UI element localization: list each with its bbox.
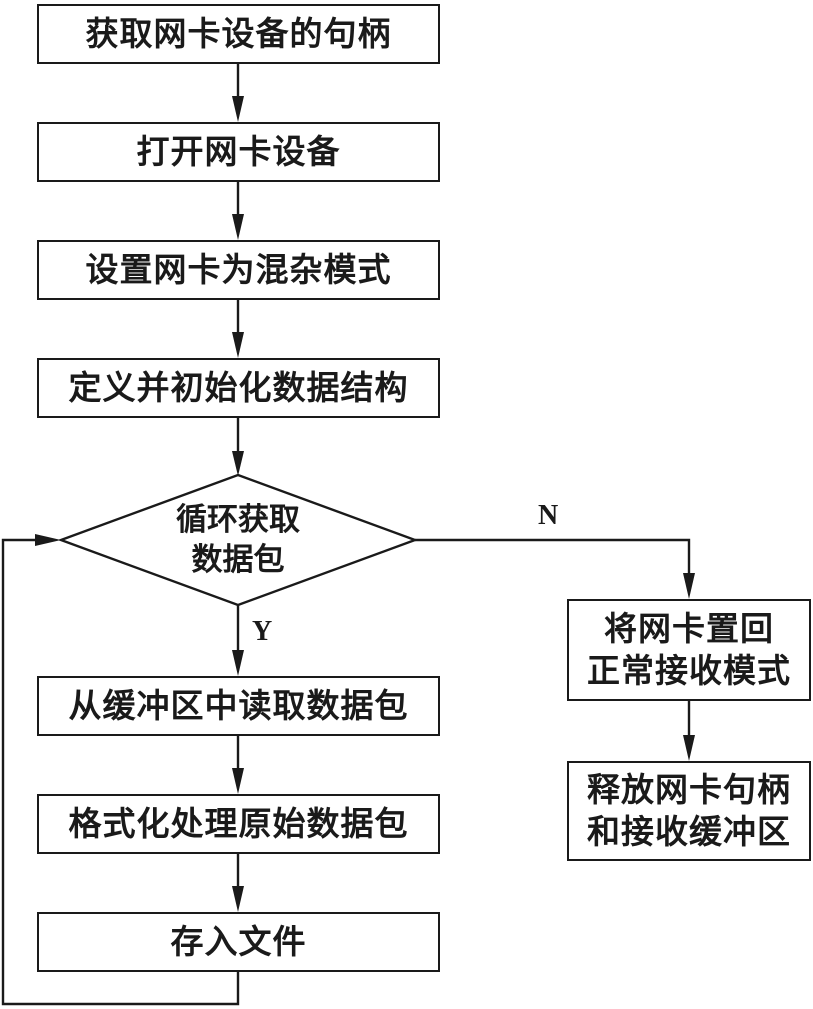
node-label: 获取网卡设备的句柄: [85, 14, 392, 53]
arrowhead-icon: [232, 768, 244, 794]
decision-label-line1: 循环获取: [176, 502, 300, 538]
arrowhead-icon: [232, 332, 244, 358]
node-label-line1: 将网卡置回: [604, 609, 774, 648]
edge-label-no: N: [538, 500, 559, 531]
node-label-line2: 和接收缓冲区: [587, 812, 791, 851]
node-init-struct: 定义并初始化数据结构: [37, 358, 440, 418]
decision-label: 循环获取 数据包: [138, 500, 338, 580]
arrowhead-icon: [232, 214, 244, 240]
node-set-promisc: 设置网卡为混杂模式: [37, 240, 440, 300]
decision-diamond: [57, 473, 419, 607]
arrowhead-icon: [683, 573, 695, 599]
node-release: 释放网卡句柄 和接收缓冲区: [567, 761, 811, 861]
edge-label-yes: Y: [252, 616, 273, 647]
edge-save-loop-back: [1, 538, 240, 1006]
node-label: 格式化处理原始数据包: [68, 804, 409, 843]
decision-label-line2: 数据包: [191, 542, 285, 578]
arrowhead-icon: [232, 886, 244, 912]
node-label-line1: 释放网卡句柄: [587, 770, 791, 809]
node-label: 存入文件: [170, 922, 307, 961]
node-label: 从缓冲区中读取数据包: [68, 686, 409, 725]
node-label: 打开网卡设备: [136, 132, 341, 171]
node-save-file: 存入文件: [37, 912, 440, 972]
node-get-handle: 获取网卡设备的句柄: [37, 4, 440, 64]
arrowhead-icon: [232, 650, 244, 676]
arrowhead-icon: [683, 735, 695, 761]
node-open-device: 打开网卡设备: [37, 122, 440, 182]
edge-decision-restore: [415, 538, 691, 573]
node-label: 定义并初始化数据结构: [68, 368, 409, 407]
node-format-packet: 格式化处理原始数据包: [37, 794, 440, 854]
arrowhead-icon: [232, 96, 244, 122]
node-restore-mode: 将网卡置回 正常接收模式: [567, 599, 811, 701]
node-read-buffer: 从缓冲区中读取数据包: [37, 676, 440, 736]
node-label-line2: 正常接收模式: [587, 651, 791, 690]
arrowheads: [35, 96, 695, 912]
arrowhead-icon: [35, 534, 61, 546]
node-label: 设置网卡为混杂模式: [85, 250, 392, 289]
arrowhead-icon: [232, 451, 244, 476]
